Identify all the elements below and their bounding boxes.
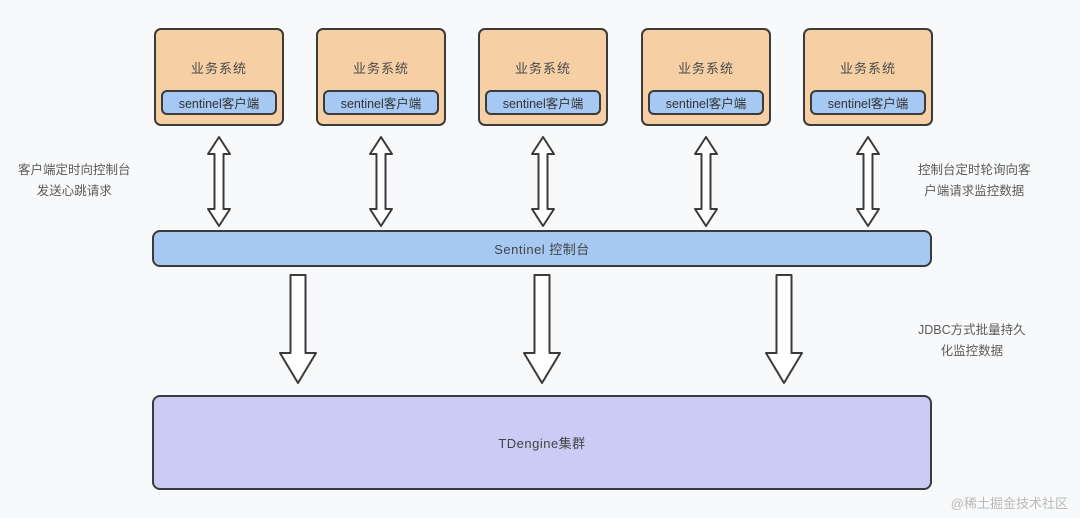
jdbc-annotation-line-1: JDBC方式批量持久: [918, 323, 1026, 337]
business-system-title: 业务系统: [839, 61, 896, 76]
business-system-box-5: 业务系统 sentinel客户端: [803, 28, 933, 126]
bidirectional-arrow-icon-3: [529, 135, 557, 228]
polling-annotation: 控制台定时轮询向客 户端请求监控数据: [918, 160, 1031, 202]
down-arrow-icon-3: [763, 273, 805, 385]
sentinel-client-badge: sentinel客户端: [485, 90, 601, 115]
business-system-box-3: 业务系统 sentinel客户端: [478, 28, 608, 126]
business-system-title: 业务系统: [352, 61, 409, 76]
heartbeat-annotation: 客户端定时向控制台 发送心跳请求: [18, 160, 131, 202]
sentinel-console-bar: Sentinel 控制台: [152, 230, 932, 267]
business-system-box-1: 业务系统 sentinel客户端: [154, 28, 284, 126]
down-arrow-icon-2: [521, 273, 563, 385]
bidirectional-arrow-icon-2: [367, 135, 395, 228]
tdengine-cluster-label: TDengine集群: [498, 436, 586, 451]
business-system-title: 业务系统: [514, 61, 571, 76]
jdbc-annotation-line-2: 化监控数据: [940, 344, 1004, 358]
heartbeat-annotation-line-2: 发送心跳请求: [36, 184, 112, 198]
business-system-box-4: 业务系统 sentinel客户端: [641, 28, 771, 126]
sentinel-client-badge: sentinel客户端: [810, 90, 926, 115]
jdbc-annotation: JDBC方式批量持久 化监控数据: [918, 320, 1026, 362]
business-system-box-2: 业务系统 sentinel客户端: [316, 28, 446, 126]
polling-annotation-line-2: 户端请求监控数据: [924, 184, 1025, 198]
watermark: @稀土掘金技术社区: [950, 496, 1068, 511]
bidirectional-arrow-icon-4: [692, 135, 720, 228]
tdengine-cluster-bar: TDengine集群: [152, 395, 932, 490]
polling-annotation-line-1: 控制台定时轮询向客: [918, 163, 1031, 177]
heartbeat-annotation-line-1: 客户端定时向控制台: [18, 163, 131, 177]
sentinel-client-badge: sentinel客户端: [161, 90, 277, 115]
business-system-title: 业务系统: [677, 61, 734, 76]
sentinel-console-label: Sentinel 控制台: [494, 242, 590, 257]
bidirectional-arrow-icon-1: [205, 135, 233, 228]
bidirectional-arrow-icon-5: [854, 135, 882, 228]
business-system-title: 业务系统: [190, 61, 247, 76]
sentinel-client-badge: sentinel客户端: [323, 90, 439, 115]
down-arrow-icon-1: [277, 273, 319, 385]
sentinel-client-badge: sentinel客户端: [648, 90, 764, 115]
